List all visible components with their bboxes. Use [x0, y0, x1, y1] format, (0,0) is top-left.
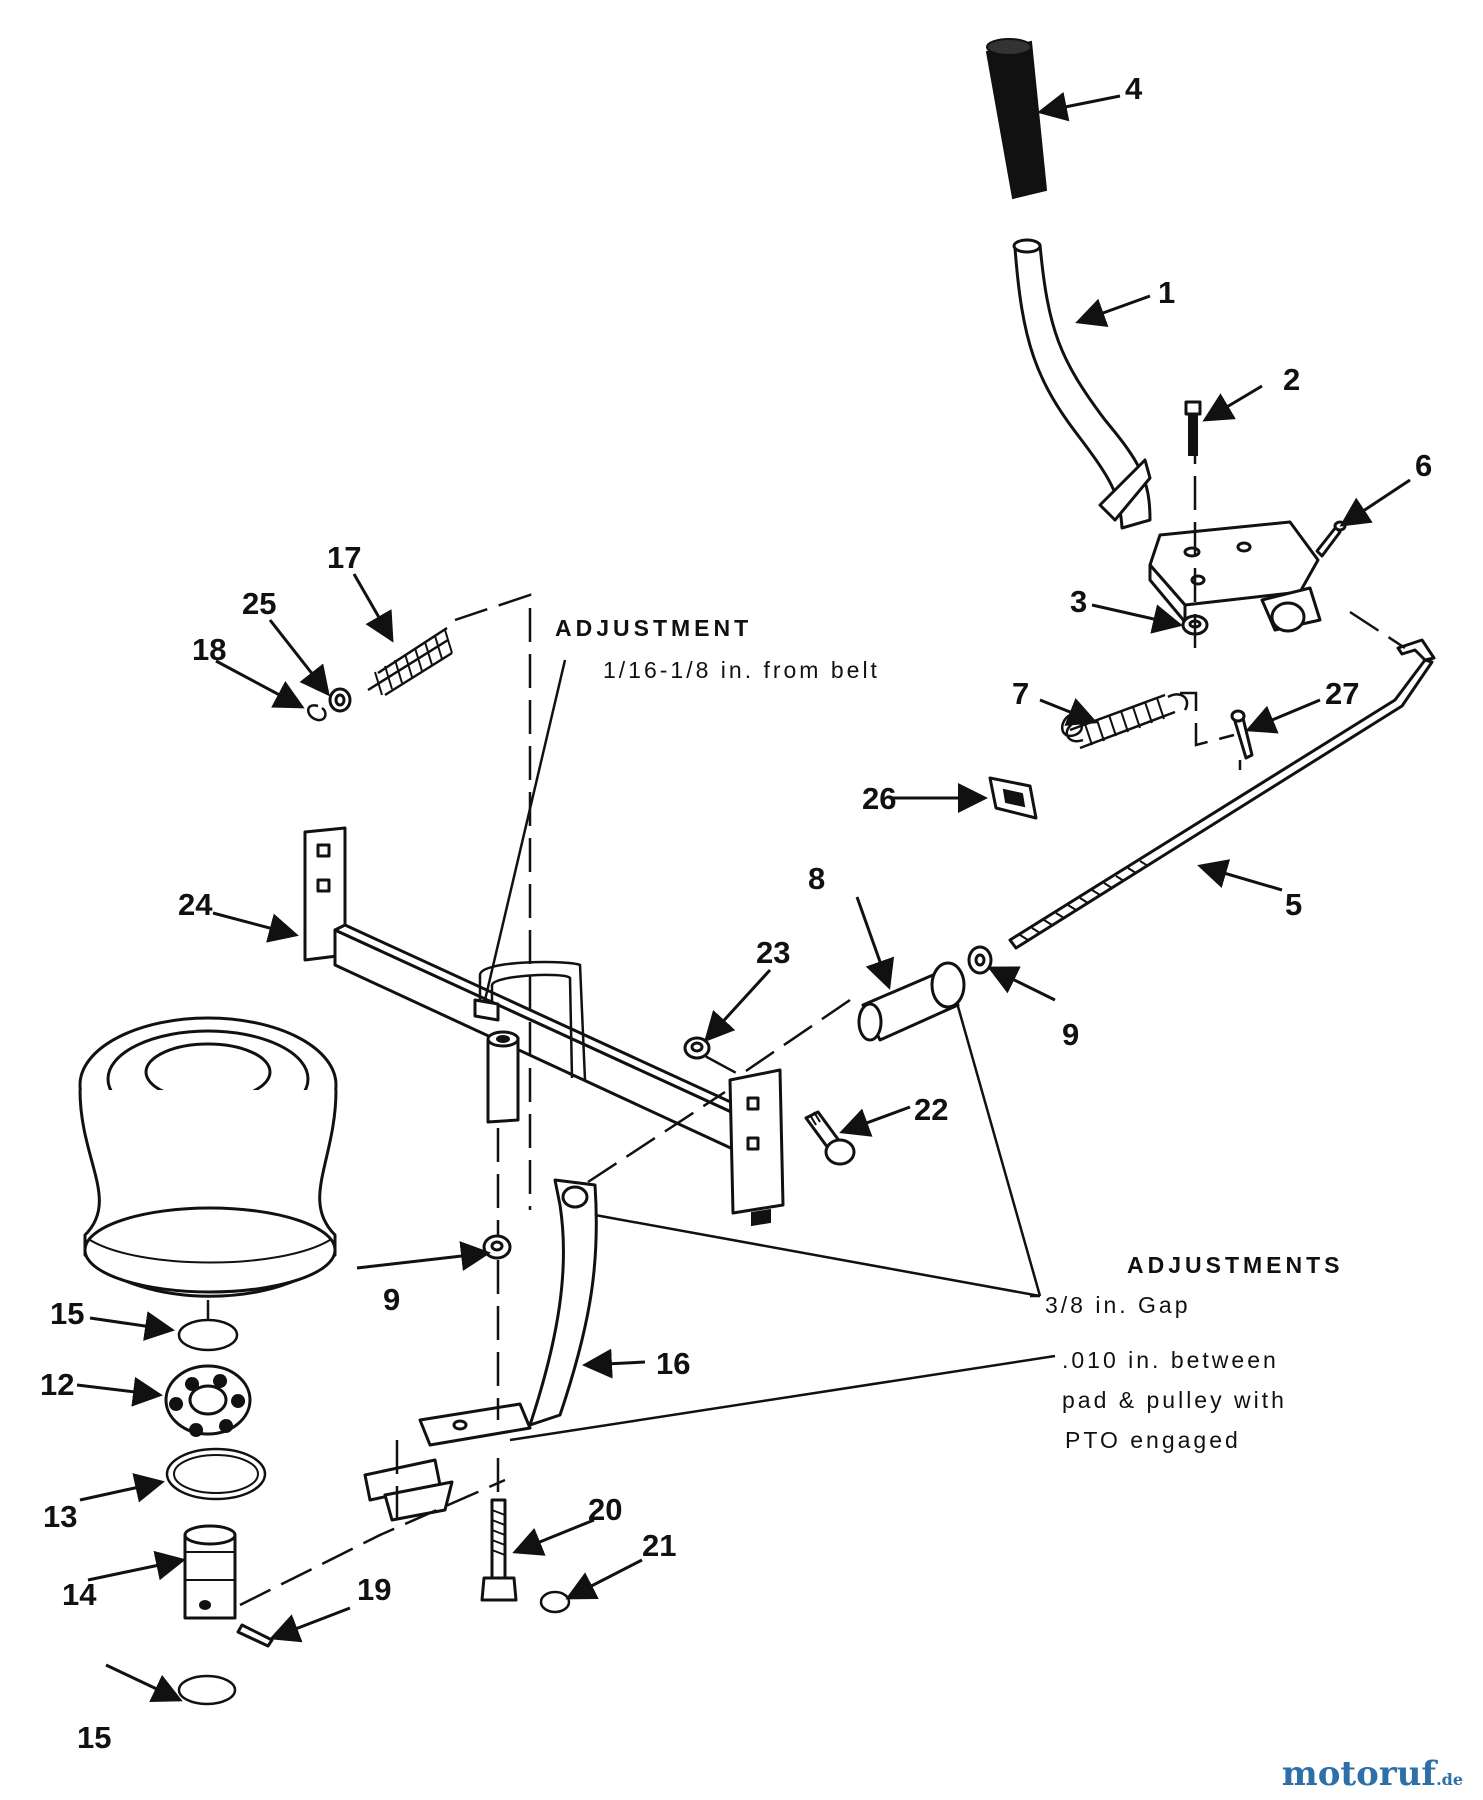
callout-12: 12 — [40, 1367, 74, 1402]
part-9-nut-upper — [967, 945, 993, 975]
part-18-clip — [307, 704, 327, 722]
part-16-brake-arm — [363, 1178, 598, 1522]
part-9-nut-lower — [482, 1234, 512, 1260]
part-6-cotter-pin — [1315, 520, 1347, 558]
callout-8: 8 — [808, 861, 825, 896]
callout-21: 21 — [642, 1528, 676, 1563]
gap-note: 3/8 in. Gap — [1045, 1292, 1191, 1318]
assembly-lines — [206, 430, 1406, 1607]
callout-18: 18 — [192, 632, 226, 667]
adjustment-value: 1/16-1/8 in. from belt — [603, 657, 880, 683]
callout-23: 23 — [756, 935, 790, 970]
adjustments-note: ADJUSTMENTS 3/8 in. Gap .010 in. between… — [1045, 1252, 1344, 1453]
watermark-logo: motoruf.de — [1282, 1754, 1463, 1794]
adjustment-title: ADJUSTMENT — [555, 615, 752, 641]
part-7-spring — [1061, 693, 1189, 750]
part-14-shaft — [183, 1524, 237, 1620]
pulley — [78, 1016, 338, 1298]
part-27-cotter-pin — [1230, 709, 1254, 760]
part-24-frame — [303, 826, 785, 1227]
callout-15-lower: 15 — [77, 1720, 111, 1755]
part-4-grip — [985, 38, 1048, 200]
part-13-retaining-ring — [165, 1447, 267, 1501]
callout-7: 7 — [1012, 676, 1029, 711]
part-20-bolt — [480, 1498, 518, 1602]
spacer-sleeve — [486, 1030, 520, 1124]
callout-26: 26 — [862, 781, 896, 816]
note-leaders — [483, 659, 1056, 1442]
watermark-brand: motoruf — [1281, 1754, 1437, 1794]
part-25-washer — [328, 687, 352, 713]
clearance-line-2: pad & pulley with — [1062, 1387, 1287, 1413]
part-19-pin — [236, 1623, 274, 1648]
callout-6: 6 — [1415, 448, 1432, 483]
callout-15-upper: 15 — [50, 1296, 84, 1331]
adjuster-u-bracket — [473, 960, 587, 1081]
watermark-suffix: .de — [1436, 1770, 1463, 1789]
callout-3: 3 — [1070, 584, 1087, 619]
adjustments-title: ADJUSTMENTS — [1127, 1252, 1344, 1278]
clearance-line-1: .010 in. between — [1062, 1347, 1279, 1373]
clearance-line-3: PTO engaged — [1065, 1427, 1241, 1453]
part-15-snap-ring-lower — [177, 1674, 237, 1706]
part-22-bolt — [804, 1110, 856, 1166]
callout-9-lower: 9 — [383, 1282, 400, 1317]
callout-20: 20 — [588, 1492, 622, 1527]
callout-13: 13 — [43, 1499, 77, 1534]
callout-24: 24 — [178, 887, 213, 922]
callout-1: 1 — [1158, 275, 1175, 310]
part-17-spring — [367, 626, 453, 697]
callout-9-upper: 9 — [1062, 1017, 1079, 1052]
part-15-snap-ring-upper — [177, 1318, 239, 1352]
callout-14: 14 — [62, 1577, 97, 1612]
callout-16: 16 — [656, 1346, 690, 1381]
part-26-clip — [988, 776, 1038, 820]
part-5-rod — [1008, 638, 1436, 950]
callout-arrows — [76, 91, 1411, 1703]
lever-pivot-bracket — [1148, 520, 1322, 633]
callout-27: 27 — [1325, 676, 1359, 711]
part-8-sleeve — [857, 961, 966, 1042]
callout-labels: 4 1 2 6 3 7 27 26 5 8 9 23 22 24 17 25 1… — [40, 71, 1432, 1755]
callout-17: 17 — [327, 540, 361, 575]
callout-4: 4 — [1125, 71, 1143, 106]
callout-2: 2 — [1283, 362, 1300, 397]
part-12-bearing — [164, 1364, 252, 1437]
part-23-nut — [683, 1036, 711, 1060]
callout-5: 5 — [1285, 887, 1302, 922]
part-2-bolt — [1184, 400, 1202, 456]
callout-22: 22 — [914, 1092, 948, 1127]
adjustment-note: ADJUSTMENT 1/16-1/8 in. from belt — [555, 615, 880, 683]
part-21-lockwasher — [539, 1590, 571, 1614]
callout-25: 25 — [242, 586, 276, 621]
part-1-lever — [1012, 238, 1152, 530]
callout-19: 19 — [357, 1572, 391, 1607]
